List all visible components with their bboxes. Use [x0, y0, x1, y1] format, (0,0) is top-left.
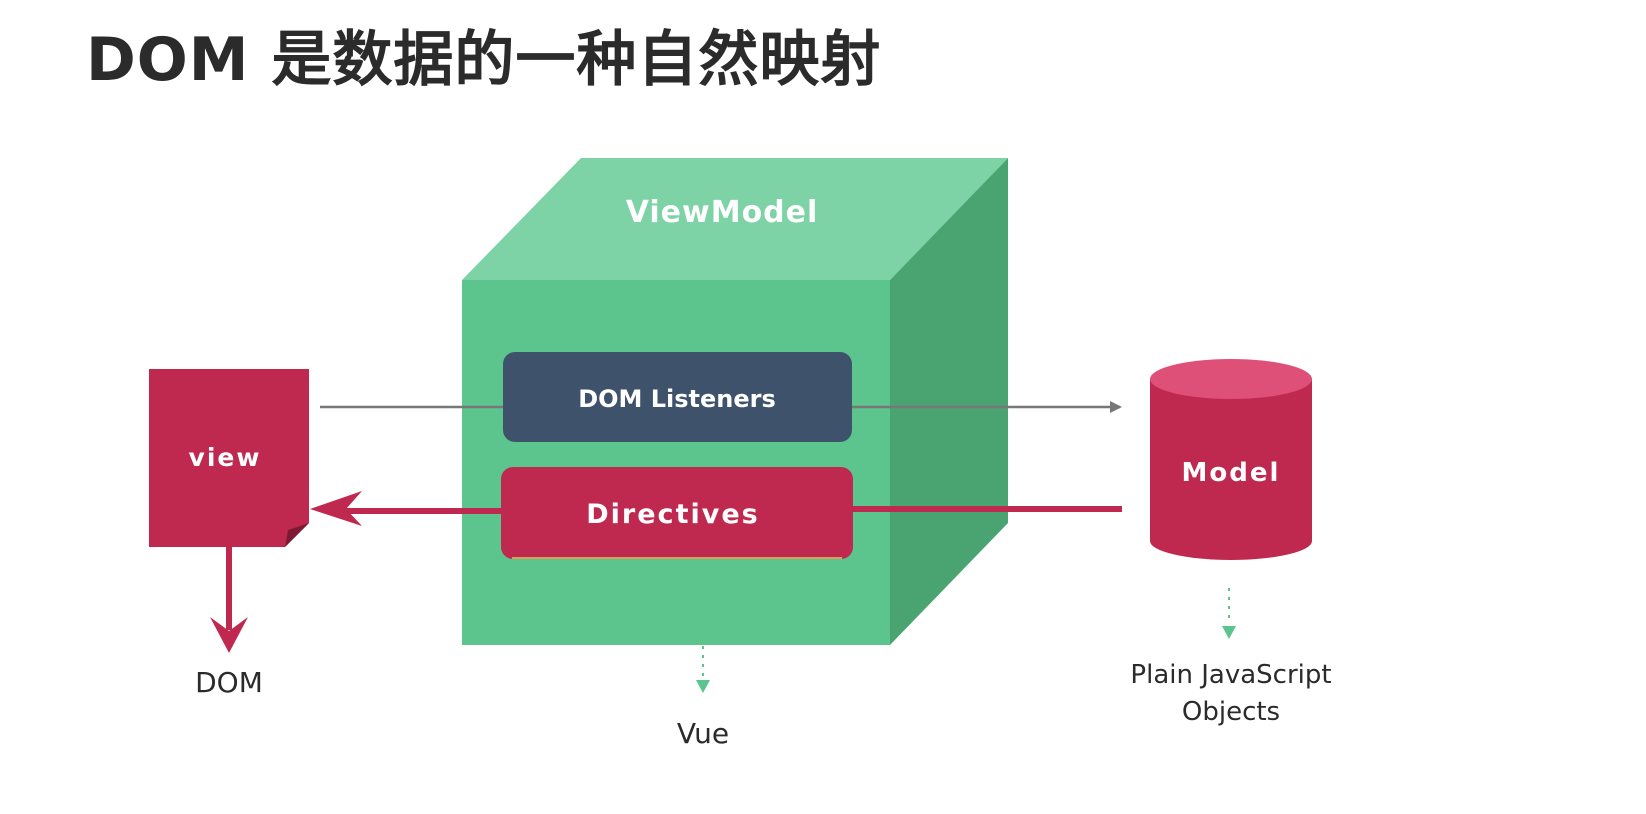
viewmodel-label: ViewModel — [626, 195, 819, 230]
view-to-dom-arrow-head — [210, 617, 248, 653]
view-label: view — [189, 443, 262, 472]
cube-top-face — [462, 158, 1008, 280]
dom-listeners-rect — [503, 352, 852, 442]
page-title: DOM 是数据的一种自然映射 — [86, 25, 882, 95]
model-dotted-arrow-head — [1222, 626, 1236, 639]
directives-box: Directives — [501, 467, 853, 559]
cube-front-face — [462, 280, 890, 645]
dom-listeners-box: DOM Listeners — [503, 352, 852, 442]
view-document-fold — [285, 523, 309, 547]
model-caption-line1: Plain JavaScript — [1130, 660, 1331, 690]
view-document-shape — [149, 369, 309, 547]
vue-caption: Vue — [677, 717, 729, 750]
directives-label: Directives — [586, 499, 759, 530]
cube-side-face — [890, 158, 1008, 645]
directives-arrow-head — [310, 491, 362, 526]
model-cylinder-top — [1150, 359, 1312, 399]
viewmodel-cube: ViewModel — [462, 158, 1008, 645]
model-label: Model — [1182, 458, 1281, 488]
model-cylinder: Model — [1150, 359, 1312, 560]
model-cylinder-body — [1150, 379, 1312, 560]
model-caption-line2: Objects — [1182, 697, 1280, 727]
view-document: view — [149, 369, 309, 547]
vue-dotted-arrow-head — [696, 680, 710, 693]
dom-listeners-label: DOM Listeners — [578, 385, 776, 413]
dom-caption: DOM — [195, 666, 263, 699]
directives-rect — [501, 467, 853, 559]
